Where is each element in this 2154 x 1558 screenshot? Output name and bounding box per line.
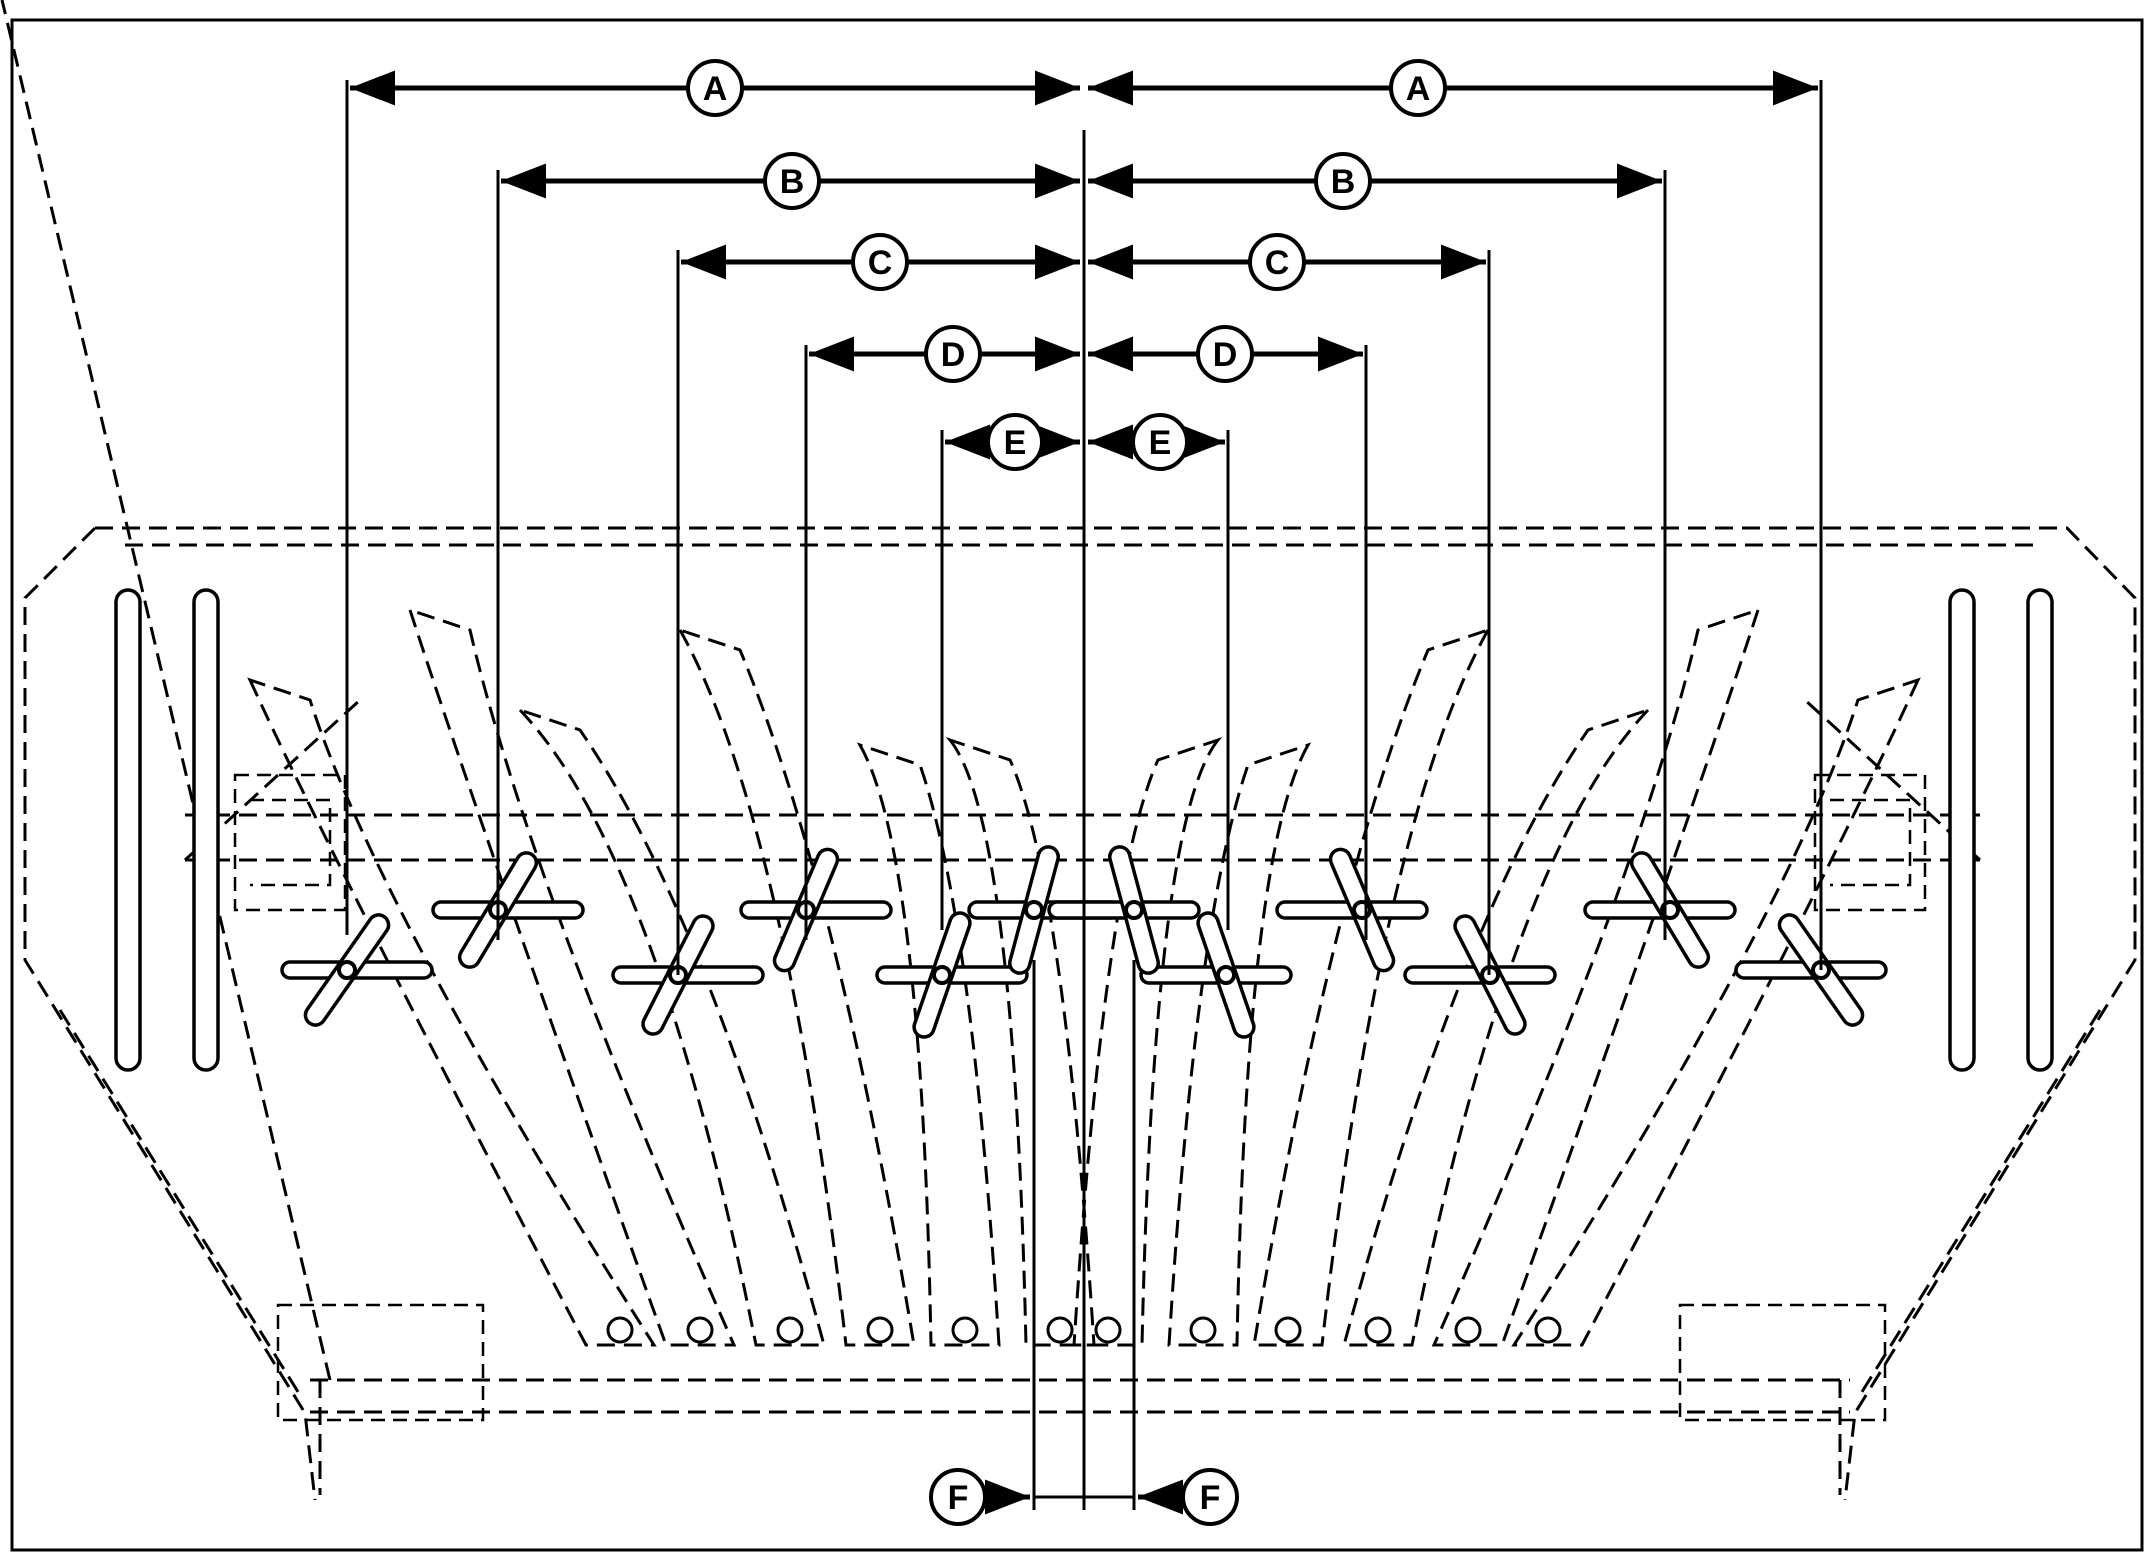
callout-label: B xyxy=(780,163,805,201)
callout-label: C xyxy=(868,244,893,282)
tine-pivot-bolt xyxy=(1094,1316,1122,1344)
callout-label: A xyxy=(1406,70,1431,108)
tine-pivot-bolt xyxy=(776,1316,804,1344)
tine-pivot-bolt xyxy=(1274,1316,1302,1344)
bracket-pivot xyxy=(337,960,357,980)
tine xyxy=(1342,708,1650,1347)
callout-label: C xyxy=(1265,244,1290,282)
tines xyxy=(247,607,1921,1347)
tine-pivot-bolt xyxy=(866,1316,894,1344)
callout-label: F xyxy=(948,1479,969,1517)
tine xyxy=(1511,677,1921,1347)
callout-c-right: C xyxy=(1248,233,1306,291)
tine-pivot-bolt xyxy=(1364,1316,1392,1344)
tine-brackets xyxy=(280,845,1888,1039)
tine-pivot-bolt xyxy=(1534,1316,1562,1344)
callout-label: F xyxy=(1200,1479,1221,1517)
extension-lines xyxy=(345,80,1823,1510)
tine xyxy=(1167,742,1312,1347)
side-slot xyxy=(192,588,220,1072)
side-slots xyxy=(114,588,2054,1072)
tine-pivot-bolt xyxy=(606,1316,634,1344)
callout-f-right: F xyxy=(1181,1468,1239,1526)
tine xyxy=(856,742,1001,1347)
callout-b-right: B xyxy=(1314,152,1372,210)
tine-pivot-bolt xyxy=(1454,1316,1482,1344)
callout-d-left: D xyxy=(924,325,982,383)
callout-label: D xyxy=(1213,336,1238,374)
tine-pivot-bolt xyxy=(1046,1316,1074,1344)
bracket-pivot xyxy=(1024,900,1044,920)
tine-pivot-bolt xyxy=(1189,1316,1217,1344)
callout-a-left: A xyxy=(686,59,744,117)
side-slot xyxy=(1948,588,1976,1072)
bracket-pivot xyxy=(1352,900,1372,920)
callout-label: E xyxy=(1004,424,1027,462)
callout-label: B xyxy=(1331,163,1356,201)
side-slot xyxy=(2026,588,2054,1072)
callout-a-right: A xyxy=(1389,59,1447,117)
callout-f-left: F xyxy=(929,1468,987,1526)
callout-e-left: E xyxy=(986,413,1044,471)
tine xyxy=(1252,627,1492,1347)
callout-e-right: E xyxy=(1131,413,1189,471)
callout-label: D xyxy=(941,336,966,374)
tine xyxy=(518,708,826,1347)
tine xyxy=(247,677,657,1347)
diagram-frame xyxy=(10,18,2144,1552)
tine-pivot-bolt xyxy=(686,1316,714,1344)
tine xyxy=(676,627,916,1347)
corner-brackets xyxy=(233,773,1927,1422)
bracket-pivot xyxy=(932,965,952,985)
tine xyxy=(1431,607,1761,1347)
tine-pivot-bolt xyxy=(951,1316,979,1344)
callout-label: E xyxy=(1149,424,1172,462)
frame-outline xyxy=(0,0,2137,1501)
callout-d-right: D xyxy=(1196,325,1254,383)
callout-b-left: B xyxy=(763,152,821,210)
bracket-pivot xyxy=(1124,900,1144,920)
callout-c-left: C xyxy=(851,233,909,291)
callout-label: A xyxy=(703,70,728,108)
tine xyxy=(407,607,737,1347)
side-slot xyxy=(114,588,142,1072)
bracket-pivot xyxy=(1216,965,1236,985)
